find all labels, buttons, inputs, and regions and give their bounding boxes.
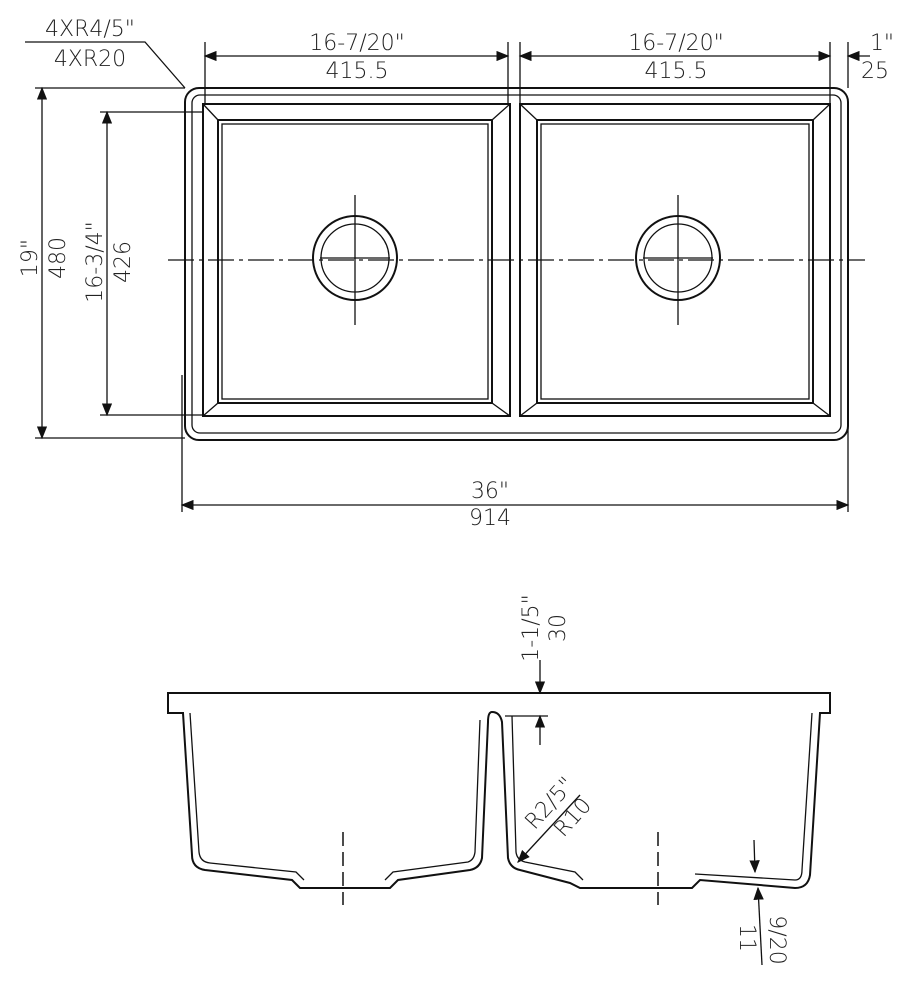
bowl-depth-imperial: 16-3/4" bbox=[83, 221, 108, 302]
rim-height-metric: 30 bbox=[546, 614, 571, 642]
edge-width-metric: 25 bbox=[861, 59, 889, 84]
wall-thickness-imperial: 9/20 bbox=[764, 915, 789, 964]
dimensions bbox=[25, 41, 870, 512]
corner-radius-imperial: 4XR4/5" bbox=[45, 17, 135, 42]
overall-depth-metric: 480 bbox=[46, 237, 71, 279]
top-view: 4XR4/5" 4XR20 16-7/20" 415.5 16-7/20" 41… bbox=[18, 17, 894, 531]
left-bowl bbox=[202, 103, 511, 417]
corner-radius-metric: 4XR20 bbox=[54, 47, 126, 72]
overall-depth-imperial: 19" bbox=[18, 239, 43, 277]
bowl-width-right-metric: 415.5 bbox=[645, 59, 708, 84]
bowl-width-right-imperial: 16-7/20" bbox=[628, 31, 723, 56]
bowl-depth-metric: 426 bbox=[111, 241, 136, 283]
rim-height-imperial: 1-1/5" bbox=[519, 594, 544, 661]
overall-width-imperial: 36" bbox=[471, 479, 509, 504]
bowl-width-left-metric: 415.5 bbox=[326, 59, 389, 84]
bowl-width-left-imperial: 16-7/20" bbox=[309, 31, 404, 56]
wall-thickness-metric: 11 bbox=[734, 924, 759, 952]
side-view: 1-1/5" 30 R2/5" R10 9/20 11 bbox=[167, 594, 831, 966]
overall-width-metric: 914 bbox=[469, 506, 511, 531]
edge-width-imperial: 1" bbox=[870, 31, 894, 56]
